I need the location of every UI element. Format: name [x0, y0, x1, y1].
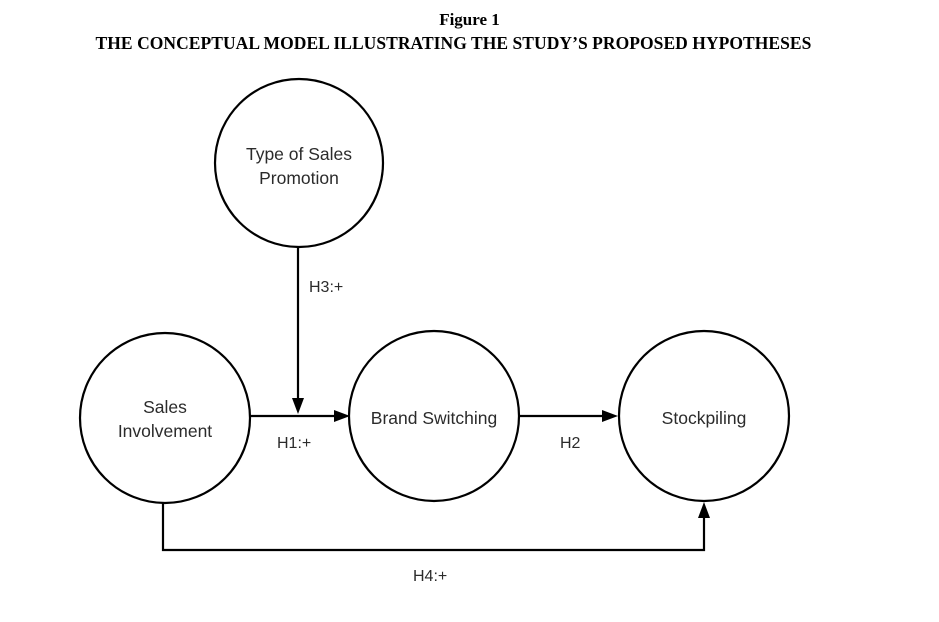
edge-h4: H4:+ — [161, 500, 710, 585]
node-stockpiling: Stockpiling — [617, 329, 791, 503]
node-brand-switching-label: Brand Switching — [371, 408, 497, 428]
node-type-of-sales-promotion-line2: Promotion — [259, 168, 339, 188]
edge-h2: H2 — [520, 410, 618, 452]
node-type-of-sales-promotion-line1: Type of Sales — [246, 144, 352, 164]
node-brand-switching: Brand Switching — [347, 329, 521, 503]
figure-title: THE CONCEPTUAL MODEL ILLUSTRATING THE ST… — [95, 33, 812, 53]
node-sales-involvement-line1: Sales — [143, 397, 187, 417]
edge-h1-label: H1:+ — [277, 435, 311, 452]
edge-h4-label: H4:+ — [413, 568, 447, 585]
node-sales-involvement-line2: Involvement — [118, 421, 212, 441]
node-type-of-sales-promotion: Type of Sales Promotion — [213, 77, 385, 249]
edge-h1: H1:+ — [250, 410, 350, 452]
edge-h3: H3:+ — [292, 246, 343, 414]
edge-h2-label: H2 — [560, 435, 581, 452]
figure-number: Figure 1 — [439, 10, 500, 29]
node-sales-involvement: Sales Involvement — [78, 331, 252, 505]
node-stockpiling-label: Stockpiling — [662, 408, 747, 428]
edge-h3-label: H3:+ — [309, 279, 343, 296]
